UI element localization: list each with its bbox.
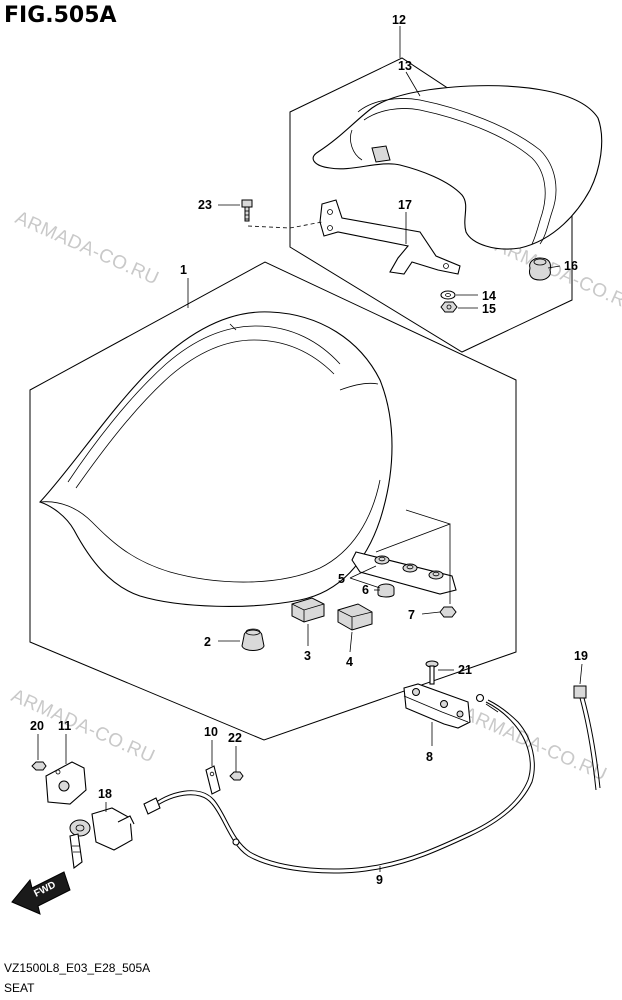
seat-bracket-5-icon — [351, 551, 457, 595]
callout-16: 16 — [564, 259, 578, 273]
watermark-4: ARMADA-CO.RU — [460, 703, 610, 785]
diagram-code: VZ1500L8_E03_E28_505A — [4, 961, 150, 975]
bolt-23-icon — [241, 199, 253, 222]
cushion-16-icon — [529, 257, 551, 281]
bolt-7-icon — [439, 606, 457, 618]
callout-numbers: 1 2 3 4 5 6 7 8 9 10 11 12 13 14 15 16 1… — [30, 13, 588, 887]
callout-15: 15 — [482, 302, 496, 316]
callout-12: 12 — [392, 13, 406, 27]
diagram-caption: SEAT — [4, 981, 35, 995]
watermark-1: ARMADA-CO.RU — [12, 207, 162, 289]
figure-title: FIG.505A — [4, 3, 117, 28]
cushion-6-icon — [377, 583, 395, 598]
rear-seat-group-outline — [289, 57, 573, 353]
callout-22: 22 — [228, 731, 242, 745]
callout-19: 19 — [574, 649, 588, 663]
nut-15-icon — [440, 301, 458, 313]
callout-3: 3 — [304, 649, 311, 663]
front-seat-icon — [39, 311, 393, 607]
seat-latch-8-icon — [403, 683, 471, 729]
screw-22-icon — [229, 771, 244, 781]
seat-lock-cable-icon — [147, 701, 531, 870]
callout-7: 7 — [408, 608, 415, 622]
cushion-3-icon — [291, 597, 325, 623]
callout-2: 2 — [204, 635, 211, 649]
callout-17: 17 — [398, 198, 412, 212]
callout-11: 11 — [58, 719, 71, 733]
callout-9: 9 — [376, 873, 383, 887]
callout-10: 10 — [204, 725, 218, 739]
washer-14-icon — [440, 290, 456, 300]
callout-14: 14 — [482, 289, 496, 303]
bracket-10-icon — [205, 765, 221, 795]
seat-lock-icon — [69, 807, 135, 870]
lock-bracket-11-icon — [45, 761, 87, 805]
callout-8: 8 — [426, 750, 433, 764]
callout-6: 6 — [362, 583, 369, 597]
rear-seat-icon — [312, 85, 603, 250]
callout-23: 23 — [198, 198, 212, 212]
screw-21-icon — [425, 660, 439, 685]
callout-21: 21 — [458, 663, 472, 677]
callout-18: 18 — [98, 787, 112, 801]
callout-1: 1 — [180, 263, 187, 277]
fwd-arrow-icon: FWD — [11, 871, 71, 915]
callout-4: 4 — [346, 655, 353, 669]
cushion-4-icon — [337, 603, 373, 631]
bolt-20-icon — [31, 761, 47, 771]
callout-13: 13 — [398, 59, 412, 73]
harness-19-icon — [573, 685, 601, 791]
rear-seat-bracket-icon — [319, 199, 461, 275]
leader-lines — [37, 26, 583, 872]
callout-20: 20 — [30, 719, 44, 733]
callout-5: 5 — [338, 572, 345, 586]
cushion-2-icon — [241, 628, 265, 651]
front-seat-group-outline — [29, 261, 517, 741]
